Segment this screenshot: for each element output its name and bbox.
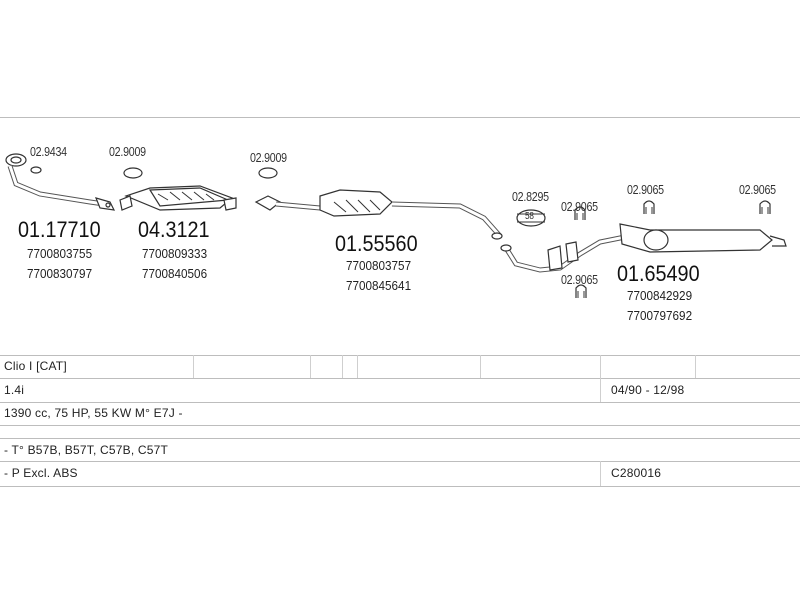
rear-silencer-shape [500, 223, 787, 273]
part-number: 01.65490 [617, 261, 700, 286]
front-pipe-shape [5, 153, 116, 211]
row-rule-3 [0, 402, 800, 403]
production-period: 04/90 - 12/98 [611, 383, 685, 397]
row-rule-4 [0, 425, 800, 426]
part-number: 01.55560 [335, 231, 418, 256]
clamp-number: 58 [525, 211, 534, 222]
accessory-label-clamp: 02.8295 [512, 189, 549, 204]
accessory-label-hanger-a: 02.9065 [561, 199, 598, 214]
exhaust-diagram [5, 153, 787, 298]
cell-divider [193, 355, 194, 378]
cell-divider [600, 461, 601, 486]
row-rule-6 [0, 461, 800, 462]
part-number: 04.3121 [138, 217, 210, 242]
oe-number: 7700809333 [142, 246, 208, 261]
row-rule-7 [0, 486, 800, 487]
engine: 1.4i [4, 383, 25, 397]
vehicle-types: - T° B57B, B57T, C57B, C57T [4, 443, 169, 457]
part-number: 01.17710 [18, 217, 101, 242]
cell-divider [600, 355, 601, 402]
cell-divider [480, 355, 481, 378]
option-note: - P Excl. ABS [4, 466, 78, 480]
hanger-icon-a [574, 206, 586, 220]
row-rule-5 [0, 438, 800, 439]
row-rule-1 [0, 355, 800, 356]
cell-divider [357, 355, 358, 378]
oe-number: 7700840506 [142, 266, 208, 281]
cell-divider [310, 355, 311, 378]
accessory-label-catalyst: 02.9009 [109, 144, 146, 159]
diagram-code: C280016 [611, 466, 662, 480]
cell-divider [695, 355, 696, 378]
oe-number: 7700842929 [627, 288, 693, 303]
middle-pipe-shape [254, 167, 503, 240]
accessory-label-middle: 02.9009 [250, 150, 287, 165]
oe-number: 7700803755 [27, 246, 93, 261]
engine-spec: 1390 cc, 75 HP, 55 KW M° E7J - [4, 406, 183, 420]
cell-divider [342, 355, 343, 378]
hanger-icon-b [643, 200, 655, 214]
hanger-icon-c [759, 200, 771, 214]
accessory-label-hanger-d: 02.9065 [561, 272, 598, 287]
vehicle-model: Clio I [CAT] [4, 359, 67, 373]
accessory-label-hanger-c: 02.9065 [739, 182, 776, 197]
top-rule [0, 117, 800, 118]
accessory-label-gasket: 02.9434 [30, 144, 67, 159]
oe-number: 7700803757 [346, 258, 412, 273]
gasket-icon [30, 166, 42, 174]
row-rule-2 [0, 378, 800, 379]
catalyst-shape [119, 167, 237, 211]
clamp-icon [516, 209, 546, 227]
oe-number: 7700797692 [627, 308, 693, 323]
oe-number: 7700845641 [346, 278, 412, 293]
hanger-icon-d [575, 284, 587, 298]
accessory-label-hanger-b: 02.9065 [627, 182, 664, 197]
oe-number: 7700830797 [27, 266, 93, 281]
